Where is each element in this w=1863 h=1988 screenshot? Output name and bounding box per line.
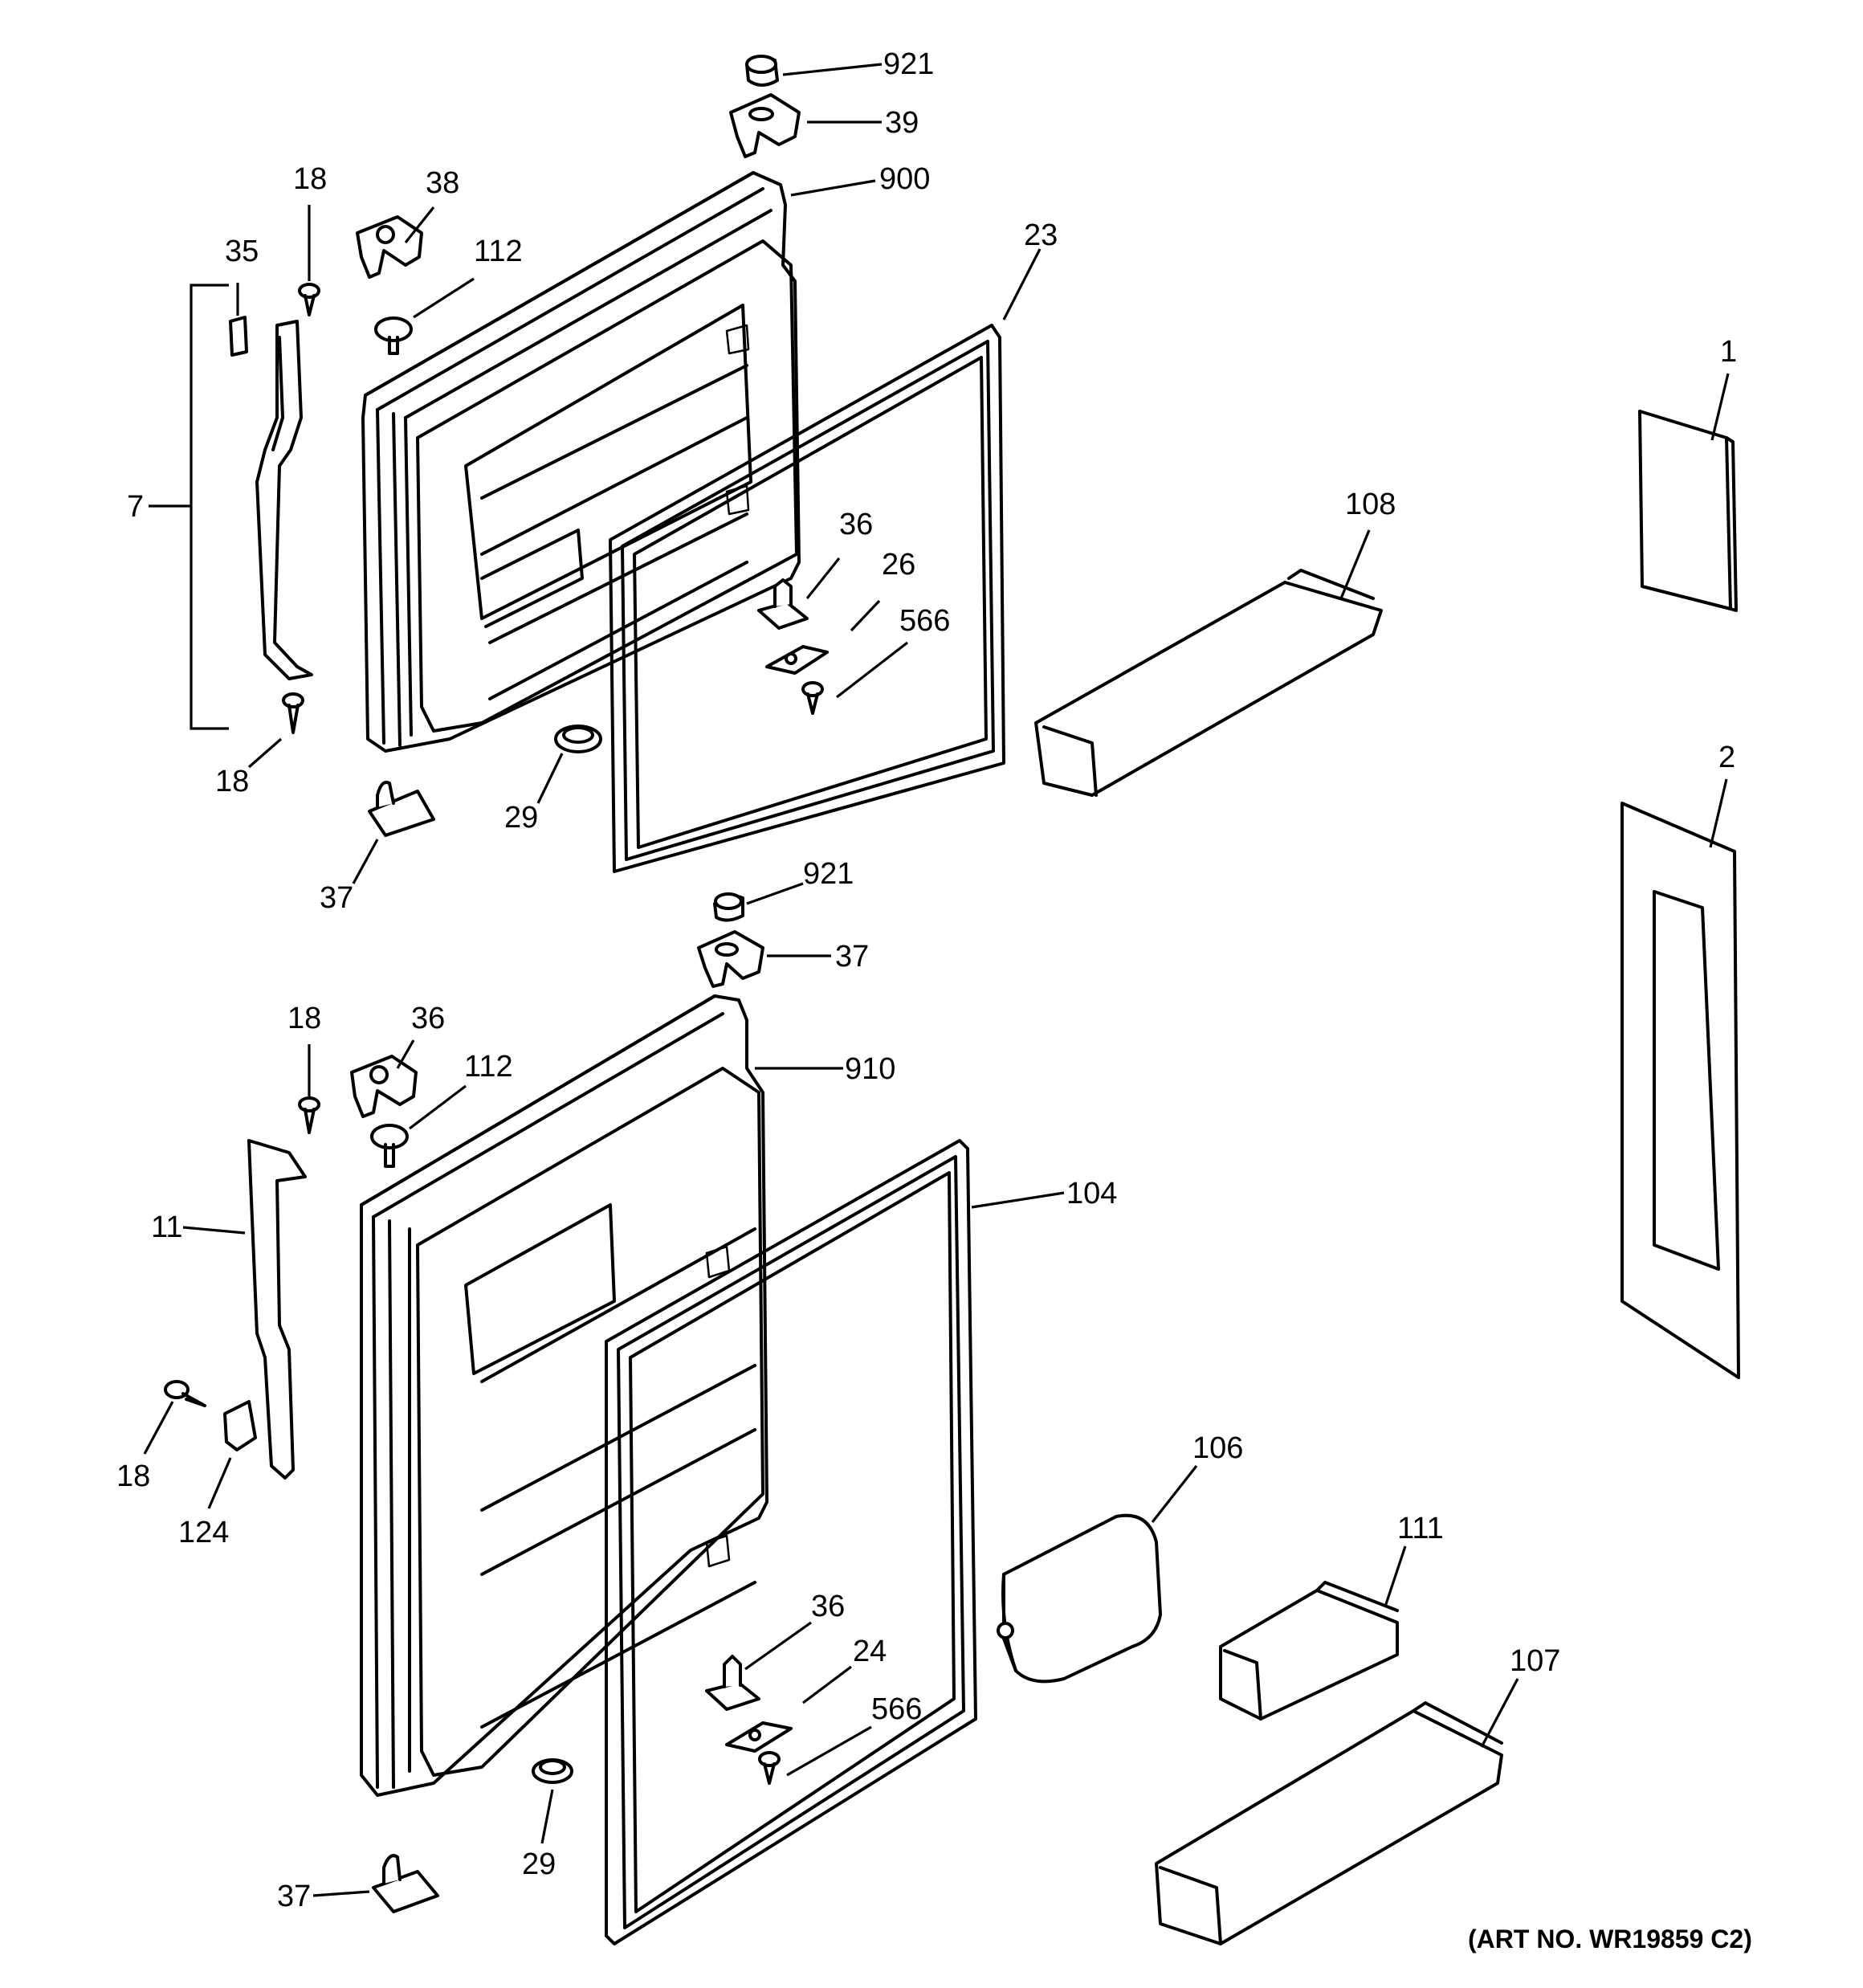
callout-18-d: 18 [116,1459,150,1493]
callout-29-top: 29 [504,801,538,835]
hinge-plate-26 [765,645,829,675]
callout-24: 24 [853,1635,887,1668]
screw-18-top-a [298,283,320,316]
callout-29-bot: 29 [522,1847,556,1881]
fresh-food-door-910 [360,994,768,1797]
callout-23: 23 [1024,218,1058,252]
callout-37-a: 37 [320,881,353,915]
hinge-cover-39 [729,93,801,158]
door-bin-108 [1034,569,1383,797]
fresh-food-door-gasket-104 [605,1139,977,1945]
label-card-2 [1620,802,1740,1379]
callout-921-top: 921 [883,47,934,81]
door-bin-107 [1155,1701,1503,1945]
callout-900: 900 [879,162,930,196]
callout-108: 108 [1345,488,1396,521]
screw-566-bot [758,1751,781,1785]
hinge-pin-37-c [372,1854,439,1913]
hinge-plate-24 [725,1721,793,1753]
screw-112-mid [370,1124,409,1168]
hinge-plug-921-mid [713,892,744,922]
art-number: (ART NO. WR19859 C2) [1468,1925,1752,1953]
bushing-29-bot [532,1758,573,1784]
clip-124 [223,1400,257,1451]
callout-112-top: 112 [474,235,523,268]
callout-566-bot: 566 [871,1692,922,1726]
freezer-door-900 [361,171,801,753]
hinge-cover-38 [356,215,423,279]
leader-lines [143,63,1730,1897]
freezer-door-gasket-23 [609,324,1005,873]
callout-labels: 921 39 900 23 18 38 35 112 7 36 26 566 1… [116,47,1737,1913]
callout-38: 38 [426,166,459,200]
callout-1: 1 [1720,335,1737,369]
hinge-cover-36-mid [350,1055,418,1118]
door-bin-111 [1219,1581,1399,1721]
callout-36-mid: 36 [411,1002,445,1035]
callout-2: 2 [1718,741,1735,774]
callout-566-top: 566 [899,604,950,638]
callout-37-b: 37 [835,940,869,974]
callout-18-b: 18 [215,765,249,798]
callout-18-c: 18 [287,1002,321,1035]
callout-124: 124 [178,1516,229,1549]
callout-111: 111 [1397,1512,1444,1545]
hinge-pin-37-a [368,781,435,837]
callout-107: 107 [1510,1644,1560,1678]
screw-18-top-b [282,692,304,734]
callout-36-top: 36 [839,508,873,541]
callout-112-mid: 112 [464,1050,513,1084]
handle-7 [255,320,313,680]
callout-35: 35 [225,235,259,268]
label-card-1 [1638,410,1738,612]
callout-7: 7 [127,490,144,524]
screw-18-mid-d [164,1380,206,1407]
screw-112-top [374,316,413,355]
screw-566-top [801,681,824,715]
callout-106: 106 [1192,1431,1243,1465]
callout-39: 39 [885,106,919,140]
callout-921-mid: 921 [803,857,854,891]
callout-11: 11 [151,1210,182,1244]
callout-18-a: 18 [293,162,327,196]
bracket-7 [149,284,229,730]
callout-910: 910 [845,1052,895,1086]
hinge-plug-921-top [745,55,779,87]
hinge-stud-36-top [757,578,809,630]
callout-26: 26 [882,548,915,582]
callout-104: 104 [1066,1177,1117,1210]
callout-36-bot: 36 [811,1590,845,1623]
callout-37-c: 37 [277,1880,311,1913]
screw-18-mid-c [298,1096,320,1134]
handle-11 [247,1139,307,1480]
hinge-cover-37-b [697,930,764,988]
hinge-stud-36-bot [705,1655,760,1711]
bushing-29-top [554,725,602,753]
crisper-cover-106 [997,1513,1162,1684]
nameplate-35 [229,316,248,357]
